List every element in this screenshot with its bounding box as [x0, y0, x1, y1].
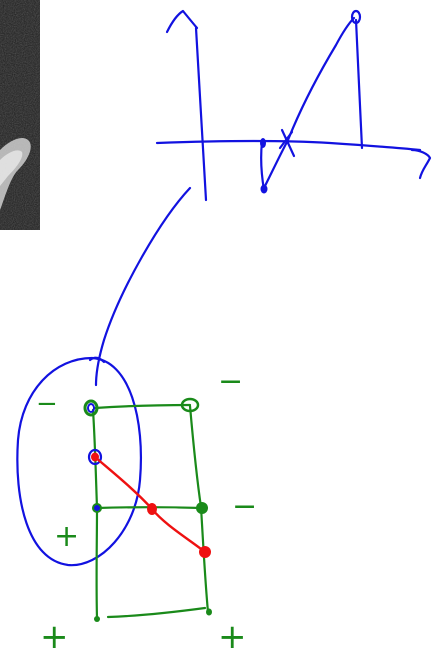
cross-mark-icon	[278, 128, 296, 158]
photo-image	[0, 0, 40, 230]
x-axis-line	[155, 140, 422, 152]
ellipse-overlap-stroke	[88, 356, 106, 364]
bottom-dot-icon	[260, 184, 268, 194]
axis-dot-icon	[260, 138, 266, 148]
selection-ellipse	[16, 356, 142, 567]
grid-top-edge	[93, 403, 192, 410]
y-axis-arrowhead	[165, 9, 199, 34]
sign-right-middle: −	[232, 489, 257, 524]
sign-bottom-left: +	[40, 617, 69, 657]
y-axis-line	[194, 26, 208, 202]
grid-bottom-edge	[106, 606, 207, 619]
sign-bottom-right: +	[218, 617, 247, 657]
x-axis-arrowhead	[410, 148, 432, 180]
sign-right-top: −	[218, 364, 243, 399]
sign-left-middle: +	[54, 519, 79, 554]
connector-curve	[94, 186, 192, 387]
grid-left-edge	[91, 408, 99, 620]
blue-axes-sketch	[155, 9, 432, 202]
sign-annotations: − − − + + +	[36, 364, 257, 657]
node-bottom-right-icon	[206, 608, 212, 616]
node-middle-right-icon	[196, 502, 208, 514]
node-bottom-left-icon	[94, 616, 100, 622]
node-top-right-icon	[180, 397, 200, 413]
cropped-photo	[0, 0, 40, 230]
graph-curve	[260, 16, 364, 192]
node-middle-left-icon	[92, 503, 102, 513]
red-contour-path	[93, 455, 207, 554]
sign-left-top: −	[36, 389, 58, 419]
node-top-left-icon	[83, 399, 99, 417]
top-dot-icon	[350, 9, 362, 25]
